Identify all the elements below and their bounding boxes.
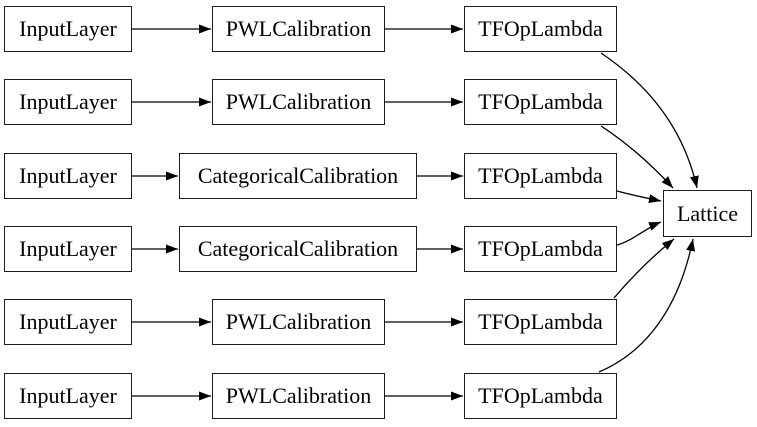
node-inputlayer-3: InputLayer [4,226,132,272]
node-lattice: Lattice [663,190,752,237]
node-categoricalcalibration-2: CategoricalCalibration [179,153,417,199]
node-pwlcalibration-5: PWLCalibration [212,373,385,419]
node-inputlayer-4: InputLayer [4,299,132,345]
node-inputlayer-2: InputLayer [4,153,132,199]
node-tfoplambda-1: TFOpLambda [464,79,617,125]
node-tfoplambda-3: TFOpLambda [464,226,617,272]
edge-lambda-1-to-lattice [600,125,674,189]
node-inputlayer-0: InputLayer [4,6,132,52]
node-inputlayer-1: InputLayer [4,79,132,125]
node-categoricalcalibration-3: CategoricalCalibration [179,226,417,272]
node-tfoplambda-5: TFOpLambda [464,373,617,419]
node-inputlayer-5: InputLayer [4,373,132,419]
edge-lambda-3-to-lattice [616,221,662,246]
node-tfoplambda-4: TFOpLambda [464,299,617,345]
node-pwlcalibration-4: PWLCalibration [212,299,385,345]
edge-lambda-2-to-lattice [616,190,662,204]
node-tfoplambda-0: TFOpLambda [464,6,617,52]
edge-lambda-5-to-lattice [598,238,696,373]
node-pwlcalibration-0: PWLCalibration [212,6,385,52]
node-pwlcalibration-1: PWLCalibration [212,79,385,125]
node-tfoplambda-2: TFOpLambda [464,153,617,199]
edge-lambda-0-to-lattice [600,52,699,189]
edge-lambda-4-to-lattice [613,238,675,299]
